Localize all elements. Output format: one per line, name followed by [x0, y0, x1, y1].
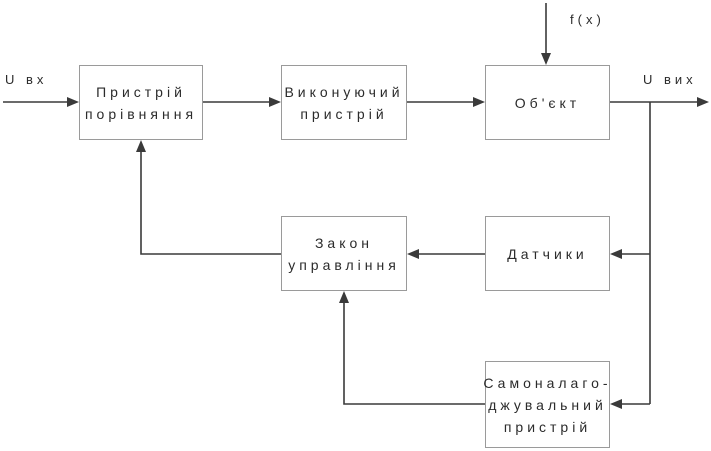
control-law-label-line1: Закон [314, 234, 374, 251]
self-tuning-to-control-law-line [343, 303, 485, 405]
input-label: U вх [5, 72, 48, 87]
self-tuning-label-line1: Самоналаго- [483, 374, 612, 391]
actuator-arrowhead [269, 97, 281, 107]
self-tuning-block: Самоналаго- джувальний пристрій [483, 361, 612, 448]
self-tuning-label-line3: пристрій [503, 418, 592, 435]
disturbance-label: f(x) [570, 12, 605, 27]
control-law-arrowhead [407, 249, 419, 259]
comparator-label-line1: Пристрій [96, 83, 186, 100]
comparator-feedback-arrowhead [136, 140, 146, 152]
comparator-block: Пристрій порівняння [79, 65, 203, 140]
object-block: Об'єкт [485, 65, 610, 140]
actuator-block: Виконуючий пристрій [281, 65, 407, 140]
control-law-to-comparator-line [140, 152, 281, 255]
disturbance-arrowhead [541, 53, 551, 65]
output-label: U вих [643, 72, 697, 87]
sensors-block: Датчики [485, 216, 610, 291]
self-tuning-label-line2: джувальний [488, 396, 607, 413]
actuator-label-line2: пристрій [300, 105, 388, 122]
object-arrowhead [473, 97, 485, 107]
comparator-label-line2: порівняння [84, 105, 198, 122]
self-tuning-arrowhead [610, 399, 622, 409]
output-arrowhead [697, 97, 709, 107]
control-law-label-line2: управління [288, 256, 400, 273]
object-label: Об'єкт [514, 94, 581, 111]
control-law-block: Закон управління [281, 216, 407, 291]
sensors-arrowhead [610, 249, 622, 259]
control-law-tuning-arrowhead [339, 291, 349, 303]
input-arrowhead [67, 97, 79, 107]
sensors-label: Датчики [507, 245, 588, 262]
actuator-label-line1: Виконуючий [284, 83, 404, 100]
